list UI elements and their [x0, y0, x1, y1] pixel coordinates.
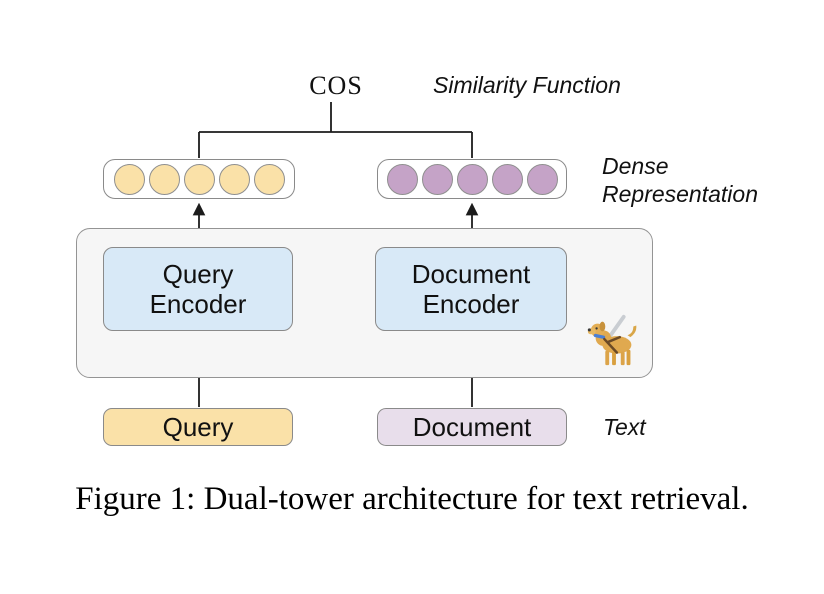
query-box: Query — [103, 408, 293, 446]
embedding-dot — [386, 163, 418, 195]
document-dense-representation-box — [377, 159, 567, 199]
document-box: Document — [377, 408, 567, 446]
embedding-dot — [218, 163, 250, 195]
embedding-dot — [456, 163, 488, 195]
embedding-dot — [421, 163, 453, 195]
embedding-dot — [526, 163, 558, 195]
embedding-dot — [183, 163, 215, 195]
cos-label: COS — [309, 71, 363, 100]
embedding-dot — [253, 163, 285, 195]
embedding-dot — [491, 163, 523, 195]
query-encoder-box: Query Encoder — [103, 247, 293, 331]
query-dense-representation-box — [103, 159, 295, 199]
text-label: Text — [603, 414, 646, 440]
similarity-function-label: Similarity Function — [433, 72, 621, 98]
dense-representation-label: Dense Representation — [602, 153, 758, 207]
cos-tee-connector — [198, 102, 473, 158]
document-encoder-box: Document Encoder — [375, 247, 567, 331]
embedding-dot — [113, 163, 145, 195]
figure-caption: Figure 1: Dual-tower architecture for te… — [75, 481, 749, 517]
guide-dog-icon — [587, 314, 637, 366]
embedding-dot — [148, 163, 180, 195]
